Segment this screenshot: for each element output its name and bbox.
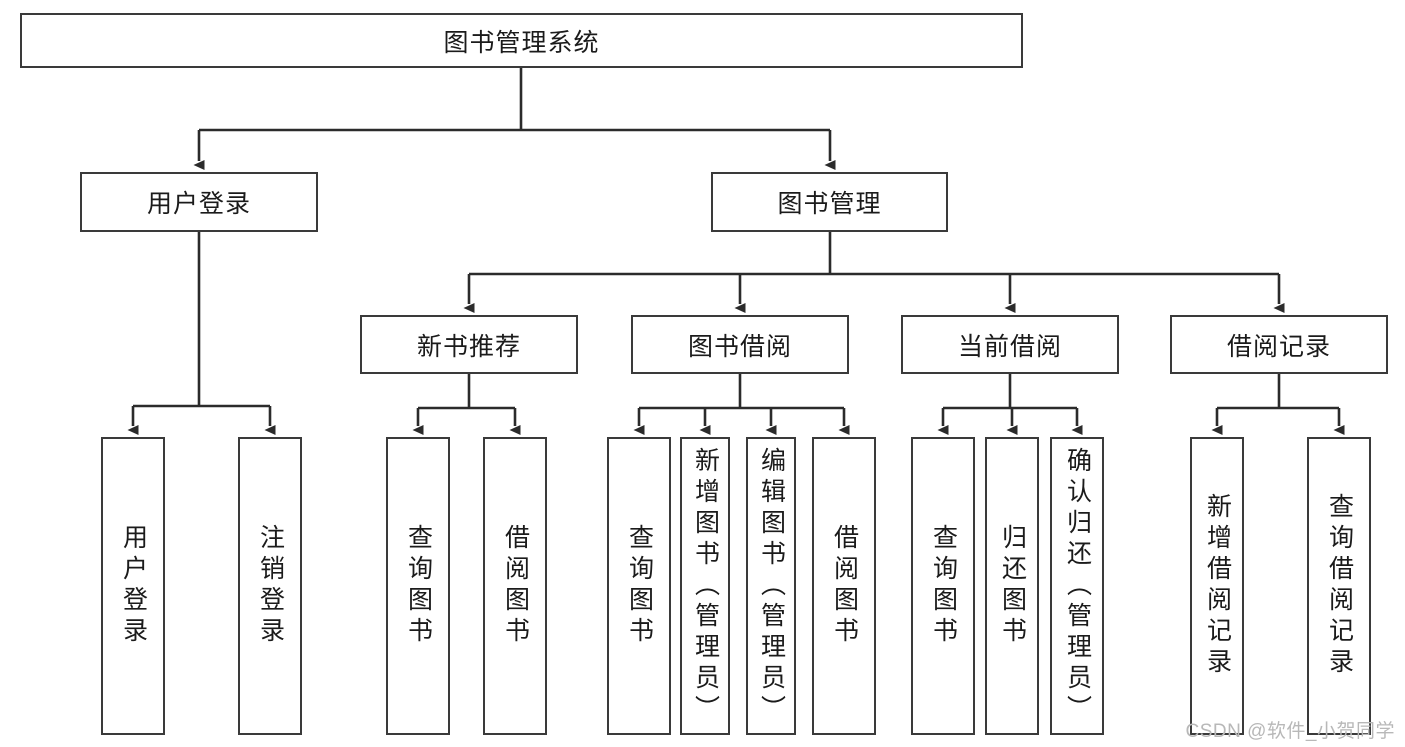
leaf-query-book-borrow-label: 查询图书 (625, 524, 654, 648)
node-borrow-record-label: 借阅记录 (1226, 332, 1331, 361)
leaf-confirm-return-admin[interactable]: 确认归还（管理员） (1050, 437, 1104, 735)
leaf-add-book-admin-label: 新增图书（管理员） (691, 446, 720, 726)
node-user-login[interactable]: 用户登录 (80, 172, 318, 232)
leaf-return-book[interactable]: 归还图书 (985, 437, 1039, 735)
node-borrow-record[interactable]: 借阅记录 (1170, 315, 1388, 374)
leaf-borrow-book-label: 借阅图书 (830, 524, 859, 648)
leaf-confirm-return-admin-label: 确认归还（管理员） (1063, 446, 1092, 726)
watermark: CSDN @软件_小贺同学 (1185, 721, 1395, 742)
leaf-borrow-book[interactable]: 借阅图书 (812, 437, 876, 735)
leaf-user-login-label: 用户登录 (119, 524, 148, 648)
leaf-logout-label: 注销登录 (256, 524, 285, 648)
leaf-query-borrow-record[interactable]: 查询借阅记录 (1307, 437, 1371, 735)
node-user-login-label: 用户登录 (146, 190, 251, 218)
leaf-user-login[interactable]: 用户登录 (101, 437, 165, 735)
node-book-management[interactable]: 图书管理 (711, 172, 948, 232)
leaf-query-book-recommend[interactable]: 查询图书 (386, 437, 450, 735)
leaf-query-book-current[interactable]: 查询图书 (911, 437, 975, 735)
leaf-edit-book-admin[interactable]: 编辑图书（管理员） (746, 437, 796, 735)
node-current-borrow-label: 当前借阅 (957, 332, 1062, 361)
leaf-query-book-current-label: 查询图书 (929, 524, 958, 648)
node-book-borrow[interactable]: 图书借阅 (631, 315, 849, 374)
leaf-query-book-borrow[interactable]: 查询图书 (607, 437, 671, 735)
leaf-logout[interactable]: 注销登录 (238, 437, 302, 735)
leaf-add-borrow-record-label: 新增借阅记录 (1203, 493, 1232, 679)
leaf-return-book-label: 归还图书 (998, 524, 1027, 648)
leaf-edit-book-admin-label: 编辑图书（管理员） (757, 446, 786, 726)
leaf-borrow-book-recommend[interactable]: 借阅图书 (483, 437, 547, 735)
node-new-book-recommend[interactable]: 新书推荐 (360, 315, 578, 374)
node-root[interactable]: 图书管理系统 (20, 13, 1023, 68)
node-book-borrow-label: 图书借阅 (687, 332, 792, 361)
leaf-query-book-recommend-label: 查询图书 (404, 524, 433, 648)
node-new-book-recommend-label: 新书推荐 (416, 332, 521, 361)
leaf-add-book-admin[interactable]: 新增图书（管理员） (680, 437, 730, 735)
leaf-query-borrow-record-label: 查询借阅记录 (1325, 493, 1354, 679)
node-root-label: 图书管理系统 (443, 28, 600, 57)
node-current-borrow[interactable]: 当前借阅 (901, 315, 1119, 374)
leaf-add-borrow-record[interactable]: 新增借阅记录 (1190, 437, 1244, 735)
node-book-management-label: 图书管理 (777, 190, 882, 218)
leaf-borrow-book-recommend-label: 借阅图书 (501, 524, 530, 648)
